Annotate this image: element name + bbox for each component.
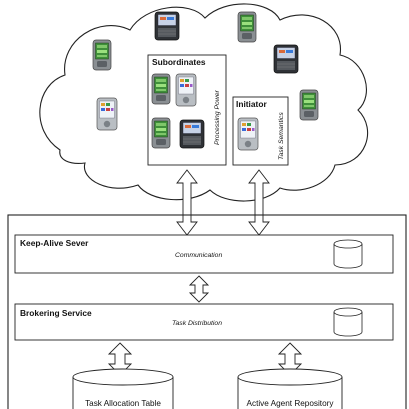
mobile-device-icon xyxy=(151,73,171,105)
active-agent-store: Active Agent Repository xyxy=(237,368,343,409)
keep-alive-block: Keep-Alive Sever Communication xyxy=(14,234,394,274)
brokering-block: Brokering Service Task Distribution xyxy=(14,303,394,341)
mobile-device-icon xyxy=(179,119,205,149)
database-icon xyxy=(333,239,363,269)
mobile-device-icon xyxy=(237,11,257,43)
database-icon xyxy=(333,307,363,337)
initiator-group: Initiator Task Semantics xyxy=(232,96,289,166)
task-distribution-label: Task Distribution xyxy=(172,320,222,327)
mobile-device-icon xyxy=(299,89,319,121)
communication-label: Communication xyxy=(175,252,222,259)
brokering-title: Brokering Service xyxy=(20,308,92,318)
keep-alive-title: Keep-Alive Sever xyxy=(20,238,89,248)
task-allocation-label: Task Allocation Table xyxy=(85,399,161,408)
mobile-device-icon xyxy=(175,73,197,107)
mobile-device-icon xyxy=(151,117,171,149)
mobile-device-icon xyxy=(237,117,259,151)
mobile-device-icon xyxy=(154,11,180,41)
subordinates-side-label: Processing Power xyxy=(214,89,221,145)
task-allocation-store: Task Allocation Table xyxy=(72,368,174,409)
double-arrow-middle xyxy=(188,275,210,303)
active-agent-label: Active Agent Repository xyxy=(247,399,335,408)
server-frame xyxy=(7,214,407,409)
mobile-device-icon xyxy=(273,44,299,74)
subordinates-title: Subordinates xyxy=(152,57,206,67)
mobile-device-icon xyxy=(92,39,112,71)
initiator-title: Initiator xyxy=(236,99,267,109)
double-arrow-right xyxy=(248,169,270,236)
double-arrow-left xyxy=(176,169,198,236)
mobile-device-icon xyxy=(96,97,118,131)
subordinates-group: Subordinates Processing Power xyxy=(147,54,227,166)
initiator-side-label: Task Semantics xyxy=(278,112,285,160)
